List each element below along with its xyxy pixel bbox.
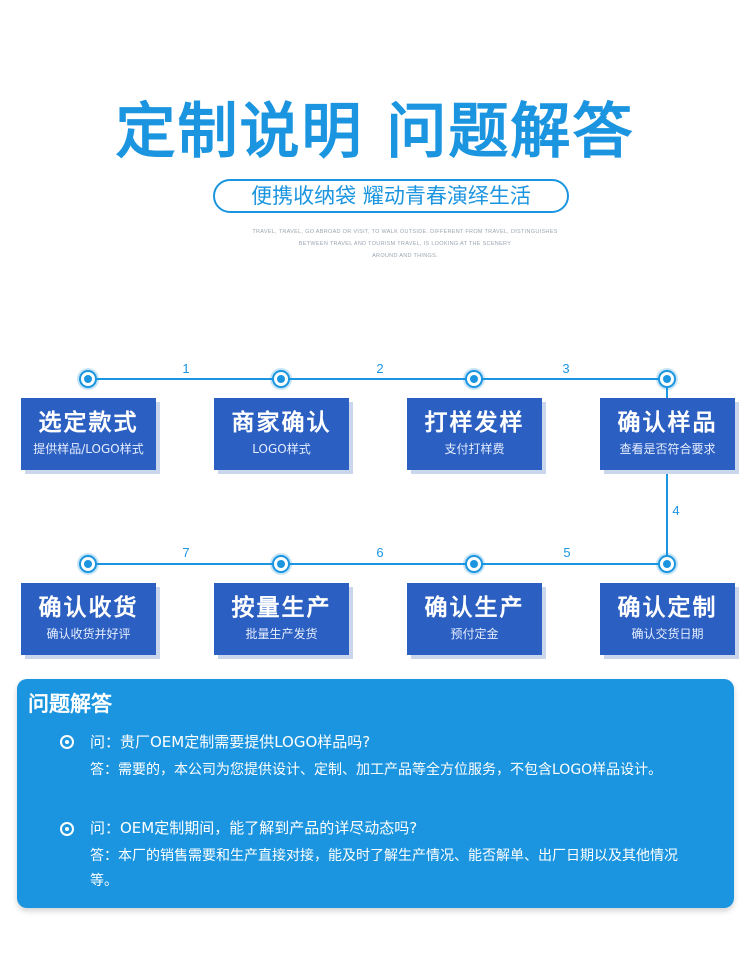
step-title: 商家确认 bbox=[231, 410, 332, 436]
step-number-1: 1 bbox=[182, 361, 190, 376]
step-number-7: 7 bbox=[182, 545, 190, 560]
step-desc: 确认交货日期 bbox=[631, 627, 704, 641]
flow-node bbox=[272, 555, 290, 573]
step-desc: LOGO样式 bbox=[252, 442, 311, 456]
step-card-confirm-receipt: 确认收货 确认收货并好评 bbox=[21, 583, 156, 655]
flow-node bbox=[658, 370, 676, 388]
main-title: 定制说明 问题解答 bbox=[115, 97, 635, 167]
step-card-confirm-production: 确认生产 预付定金 bbox=[407, 583, 542, 655]
subtitle-pill: 便携收纳袋 耀动青春演绎生活 bbox=[213, 179, 569, 213]
flow-line-bottom bbox=[88, 563, 668, 565]
flow-node bbox=[658, 555, 676, 573]
step-card-mass-production: 按量生产 批量生产发货 bbox=[214, 583, 349, 655]
step-desc: 预付定金 bbox=[450, 627, 499, 641]
step-card-sampling: 打样发样 支付打样费 bbox=[407, 398, 542, 470]
flow-node bbox=[79, 370, 97, 388]
step-card-confirm-custom: 确认定制 确认交货日期 bbox=[600, 583, 735, 655]
radio-bullet-icon bbox=[60, 735, 74, 749]
tagline-line-2: BETWEEN TRAVEL AND TOURISM TRAVEL, IS LO… bbox=[298, 241, 512, 247]
step-title: 按量生产 bbox=[231, 595, 332, 621]
step-desc: 提供样品/LOGO样式 bbox=[33, 442, 144, 456]
step-number-6: 6 bbox=[376, 545, 384, 560]
flow-node bbox=[465, 555, 483, 573]
step-title: 选定款式 bbox=[38, 410, 139, 436]
flow-node bbox=[465, 370, 483, 388]
flow-node bbox=[79, 555, 97, 573]
tagline-line-1: TRAVEL, TRAVEL, GO ABROAD OR VISIT, TO W… bbox=[252, 229, 558, 235]
step-title: 打样发样 bbox=[424, 410, 525, 436]
step-title: 确认样品 bbox=[617, 410, 718, 436]
step-desc: 确认收货并好评 bbox=[46, 627, 131, 641]
step-title: 确认定制 bbox=[617, 595, 718, 621]
flow-node bbox=[272, 370, 290, 388]
step-card-confirm-sample: 确认样品 查看是否符合要求 bbox=[600, 398, 735, 470]
step-number-5: 5 bbox=[563, 545, 571, 560]
radio-bullet-icon bbox=[60, 822, 74, 836]
faq-box: 问题解答 问：贵厂OEM定制需要提供LOGO样品吗? 答：需要的，本公司为您提供… bbox=[17, 679, 734, 908]
step-number-4: 4 bbox=[672, 503, 680, 518]
faq-answer: 答：本厂的销售需要和生产直接对接，能及时了解生产情况、能否解单、出厂日期以及其他… bbox=[90, 848, 678, 889]
faq-answer: 答：需要的，本公司为您提供设计、定制、加工产品等全方位服务，不包含LOGO样品设… bbox=[90, 762, 663, 778]
step-number-2: 2 bbox=[376, 361, 384, 376]
faq-question: 问：贵厂OEM定制需要提供LOGO样品吗? bbox=[90, 733, 371, 751]
flow-line-top bbox=[88, 378, 668, 380]
faq-title: 问题解答 bbox=[28, 692, 112, 716]
step-card-merchant-confirm: 商家确认 LOGO样式 bbox=[214, 398, 349, 470]
step-desc: 批量生产发货 bbox=[245, 627, 318, 641]
step-title: 确认收货 bbox=[38, 595, 139, 621]
faq-question: 问：OEM定制期间，能了解到产品的详尽动态吗? bbox=[90, 819, 418, 837]
step-card-select-style: 选定款式 提供样品/LOGO样式 bbox=[21, 398, 156, 470]
step-title: 确认生产 bbox=[424, 595, 525, 621]
tagline-line-3: AROUND AND THINGS. bbox=[372, 253, 438, 259]
step-desc: 支付打样费 bbox=[444, 442, 505, 456]
tagline: TRAVEL, TRAVEL, GO ABROAD OR VISIT, TO W… bbox=[230, 226, 580, 262]
flow-line-vertical bbox=[666, 379, 668, 564]
step-number-3: 3 bbox=[562, 361, 570, 376]
step-desc: 查看是否符合要求 bbox=[619, 442, 716, 456]
